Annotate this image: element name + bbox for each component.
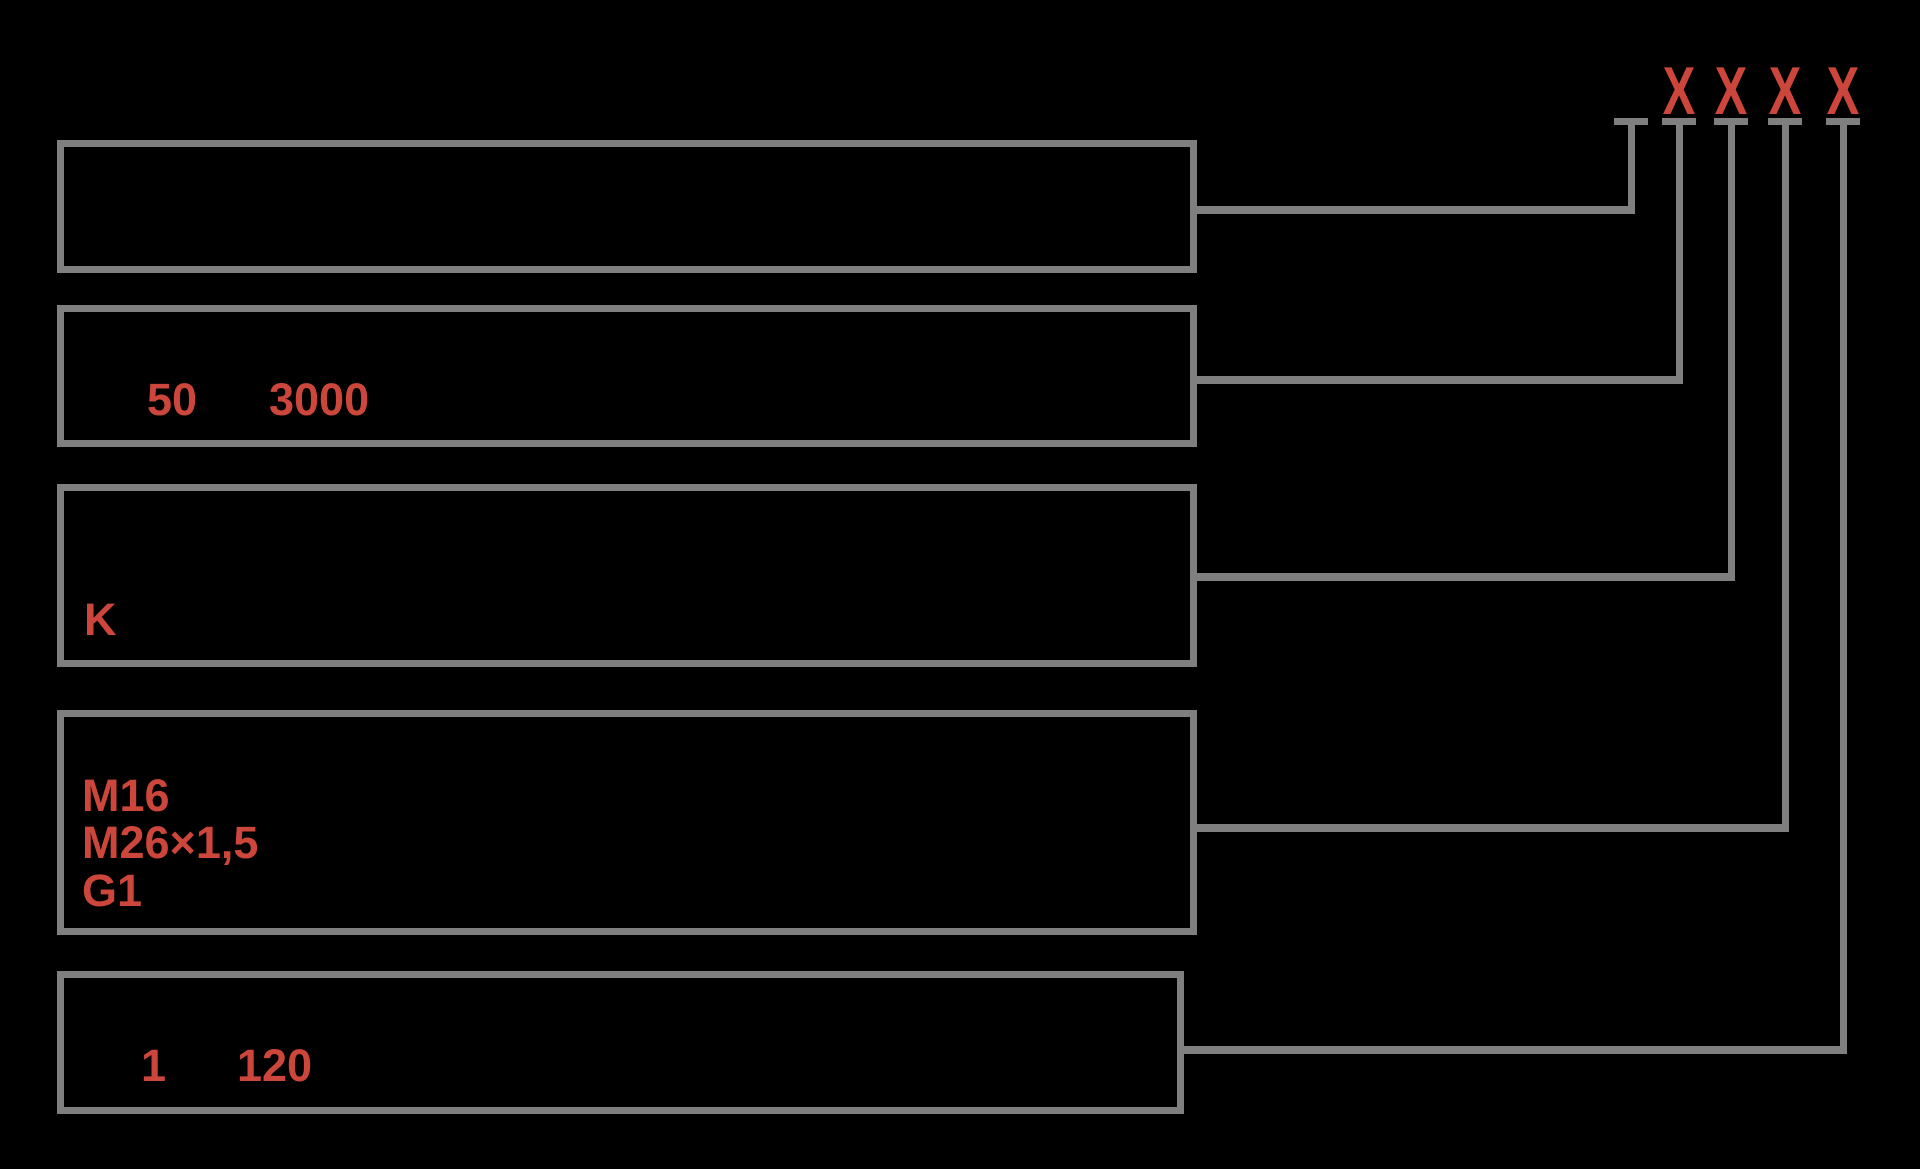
position-tick-5 [1826, 118, 1860, 125]
box4-value-line1: M16 [82, 770, 170, 821]
connector-line-4 [1197, 824, 1789, 832]
position-tick-2 [1662, 118, 1696, 125]
code-placeholder-x-2: X [1714, 53, 1748, 129]
connector-line-5 [1184, 1046, 1846, 1054]
option-box-2 [57, 305, 1197, 447]
connector-stem-1 [1628, 118, 1635, 214]
option-box-4 [57, 710, 1197, 935]
box2-value-min: 50 [147, 374, 198, 425]
connector-line-3 [1197, 573, 1734, 581]
position-tick-4 [1768, 118, 1802, 125]
connector-stem-3 [1728, 118, 1735, 581]
connector-line-2 [1197, 376, 1683, 384]
box3-value: K [84, 594, 117, 645]
box5-value-min: 1 [141, 1040, 167, 1091]
box4-value-line2: M26×1,5 [82, 817, 259, 868]
code-placeholder-x-3: X [1768, 53, 1802, 129]
box5-value-max: 120 [237, 1040, 313, 1091]
option-box-3 [57, 484, 1197, 667]
box4-value-line3: G1 [82, 865, 143, 916]
connector-line-1 [1197, 206, 1635, 214]
connector-stem-4 [1782, 118, 1789, 832]
position-tick-1 [1614, 118, 1648, 125]
connector-stem-5 [1840, 118, 1847, 1054]
connector-stem-2 [1676, 118, 1683, 384]
code-placeholder-x-4: X [1826, 53, 1860, 129]
option-box-1 [57, 140, 1197, 273]
code-placeholder-x-1: X [1662, 53, 1696, 129]
box2-value-max: 3000 [269, 374, 370, 425]
position-tick-3 [1714, 118, 1748, 125]
option-box-5 [57, 971, 1184, 1114]
